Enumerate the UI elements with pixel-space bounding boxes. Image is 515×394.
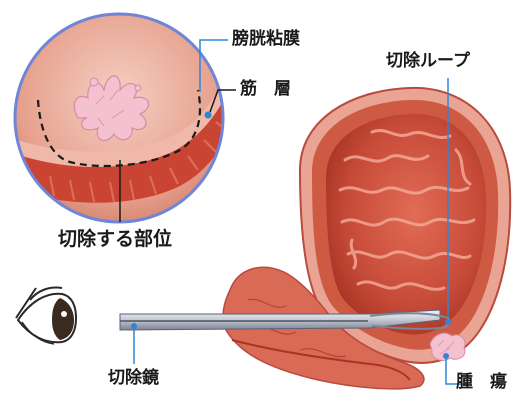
label-muscle-layer: 筋 層: [240, 81, 291, 98]
bladder-lumen: [326, 114, 486, 335]
bladder-illustration: [223, 88, 510, 389]
label-resection-loop: 切除ループ: [386, 53, 470, 70]
inset-mucosa-marker: [205, 112, 212, 119]
magnified-inset: [10, 14, 240, 222]
label-tumor: 腫 瘍: [456, 374, 507, 391]
label-resection-site: 切除する部位: [58, 230, 172, 249]
eye-icon: [16, 288, 76, 345]
resection-loop-tip: [445, 319, 451, 325]
label-bladder-mucosa: 膀胱粘膜: [232, 31, 300, 48]
label-resectoscope: 切除鏡: [108, 370, 159, 387]
